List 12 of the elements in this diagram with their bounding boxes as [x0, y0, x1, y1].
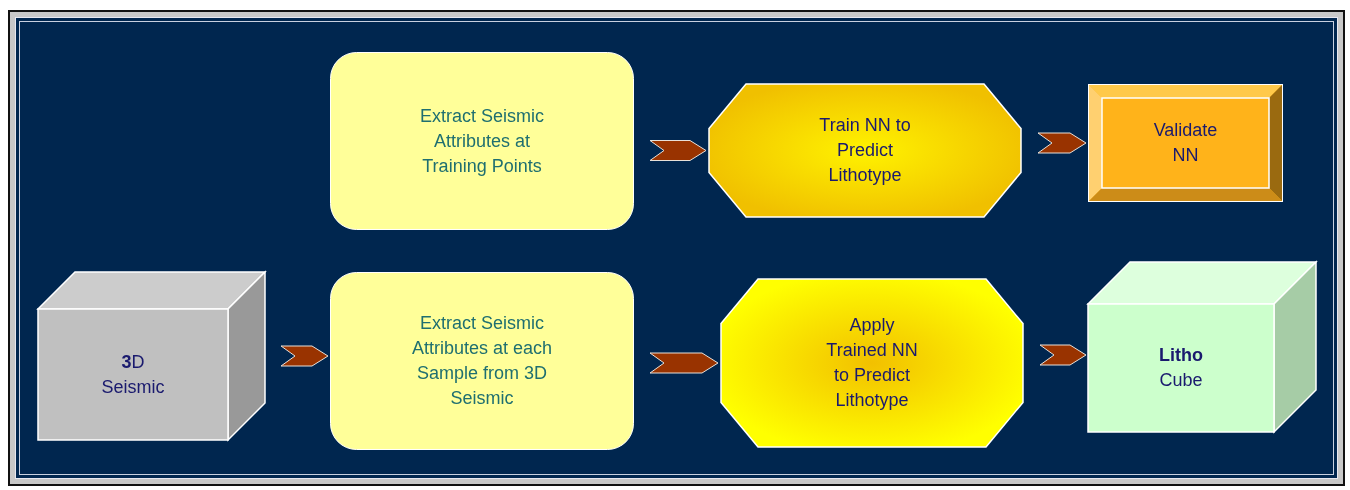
node-label: Litho Cube [1158, 344, 1204, 392]
node-label: Apply Trained NN to Predict Lithotype [825, 314, 919, 412]
node-label: Train NN to Predict Lithotype [818, 114, 912, 187]
node-label: Validate NN [1152, 119, 1219, 167]
chevron-arrow [1039, 344, 1087, 366]
chevron-arrow [649, 140, 707, 161]
chevron-arrow [1037, 132, 1087, 154]
node-label: 3D Seismic [100, 350, 166, 399]
chevron-arrow [649, 352, 719, 374]
chevron-arrow [280, 345, 329, 367]
node-label: Extract Seismic Attributes at Training Points [419, 104, 545, 178]
node-label: Extract Seismic Attributes at each Sample from 3D Seismic [410, 312, 554, 410]
